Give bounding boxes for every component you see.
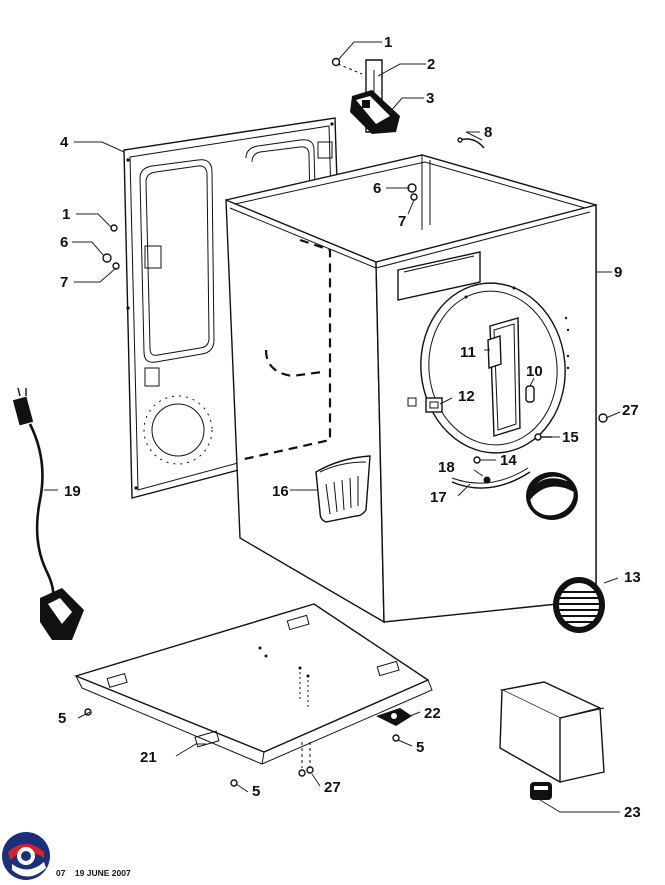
callout-7a: 7 <box>398 213 406 230</box>
footer-page-fragment: 07 <box>56 868 66 878</box>
lint-filter-part-16 <box>315 455 371 523</box>
leader-lines <box>44 41 621 813</box>
callout-6b: 6 <box>60 234 68 251</box>
callout-2: 2 <box>427 56 435 73</box>
cabinet-corner-detail <box>499 681 605 784</box>
cabinet-part-9 <box>225 154 597 624</box>
screw-part-5-bottom <box>230 779 238 787</box>
screw-part-14 <box>473 456 481 464</box>
callout-27a: 27 <box>622 402 639 419</box>
footer-date: 19 JUNE 2007 <box>74 868 131 878</box>
callout-4: 4 <box>60 134 69 151</box>
callout-13: 13 <box>624 569 641 586</box>
callout-11: 11 <box>460 344 476 361</box>
screw-part-27-bottom <box>298 742 314 777</box>
screw-part-27-right <box>598 413 608 423</box>
callout-9: 9 <box>614 264 622 281</box>
callout-23: 23 <box>624 804 641 821</box>
footer: 07 19 JUNE 2007 <box>56 868 131 878</box>
callout-10: 10 <box>526 363 543 380</box>
seal-arc-part-17 <box>451 467 531 489</box>
callout-5c: 5 <box>252 783 260 800</box>
callout-17: 17 <box>430 489 447 506</box>
foot-part-23 <box>530 782 552 800</box>
callout-3: 3 <box>426 90 434 107</box>
screw-part-1-left <box>110 224 118 232</box>
brand-logo <box>2 832 50 880</box>
screw-part-5-right <box>392 734 400 742</box>
callout-18: 18 <box>438 459 455 476</box>
callout-22: 22 <box>424 705 441 722</box>
callout-27b: 27 <box>324 779 341 796</box>
washer-part-7-left <box>112 262 120 270</box>
clip-part-8 <box>457 137 485 149</box>
callout-16: 16 <box>272 483 289 500</box>
washer-part-7-right <box>410 193 418 201</box>
vent-cover-part-13 <box>553 577 605 633</box>
power-cord-part-19 <box>12 387 84 640</box>
callout-labels: 1 2 3 4 8 6 7 1 6 7 9 11 10 12 27 15 18 … <box>58 34 641 821</box>
clip-part-18 <box>483 476 491 484</box>
catch-part-12 <box>425 397 443 413</box>
callout-19: 19 <box>64 483 81 500</box>
screw-part-1-top <box>331 57 363 75</box>
callout-6a: 6 <box>373 180 381 197</box>
callout-8: 8 <box>484 124 492 141</box>
callout-14: 14 <box>500 452 517 469</box>
callout-21: 21 <box>140 749 157 766</box>
nut-part-6-left <box>102 253 112 263</box>
bracket-part-22 <box>376 708 412 726</box>
callout-7b: 7 <box>60 274 68 291</box>
screw-part-15 <box>534 433 552 441</box>
callout-12: 12 <box>458 388 475 405</box>
callout-1a: 1 <box>384 34 392 51</box>
callout-15: 15 <box>562 429 579 446</box>
callout-1b: 1 <box>62 206 70 223</box>
door-seal-part-11 <box>487 317 521 437</box>
callout-5a: 5 <box>58 710 66 727</box>
thermostat-part-3 <box>350 90 400 134</box>
callout-5b: 5 <box>416 739 424 756</box>
base-pan-part-21 <box>73 603 433 765</box>
switch-part-10 <box>525 385 535 403</box>
